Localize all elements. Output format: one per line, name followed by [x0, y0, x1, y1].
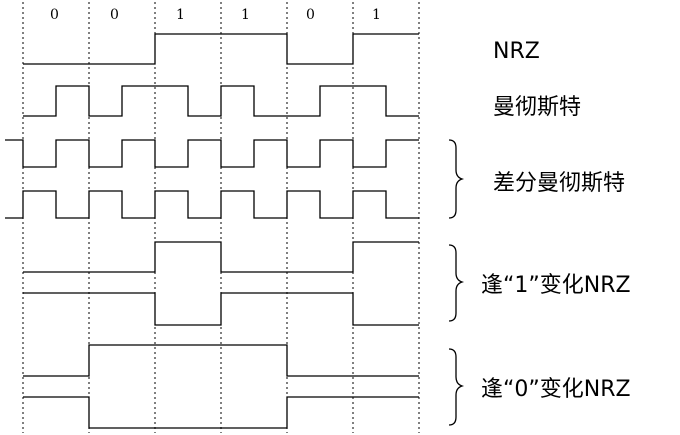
nrzi-zero-waveform-b — [23, 396, 419, 429]
brace-nrzi-zero — [448, 348, 465, 426]
bit-label-6: 1 — [372, 7, 381, 23]
manchester-waveform — [23, 85, 419, 117]
bit-labels: 0 0 1 1 0 1 — [50, 7, 381, 23]
differential-manchester-waveform-b — [5, 190, 419, 219]
differential-manchester-waveform-a — [5, 139, 419, 168]
nrzi-one-waveform-b — [23, 292, 419, 326]
label-manchester: 曼彻斯特 — [493, 95, 581, 120]
label-nrz: NRZ — [493, 39, 540, 64]
nrzi-one-waveform-a — [23, 241, 419, 273]
bit-label-2: 0 — [110, 7, 119, 23]
brace-diff-manchester — [448, 139, 465, 219]
bit-label-4: 1 — [241, 7, 250, 23]
bit-label-3: 1 — [176, 7, 185, 23]
bit-label-1: 0 — [50, 7, 59, 23]
bit-label-5: 0 — [306, 7, 315, 23]
label-nrzi-one: 逢“1”变化NRZ — [481, 273, 631, 298]
brace-nrzi-one — [448, 244, 465, 322]
label-differential-manchester: 差分曼彻斯特 — [493, 171, 625, 196]
nrzi-zero-waveform-a — [23, 344, 419, 377]
label-nrzi-zero: 逢“0”变化NRZ — [481, 377, 631, 402]
nrz-waveform — [23, 33, 419, 65]
